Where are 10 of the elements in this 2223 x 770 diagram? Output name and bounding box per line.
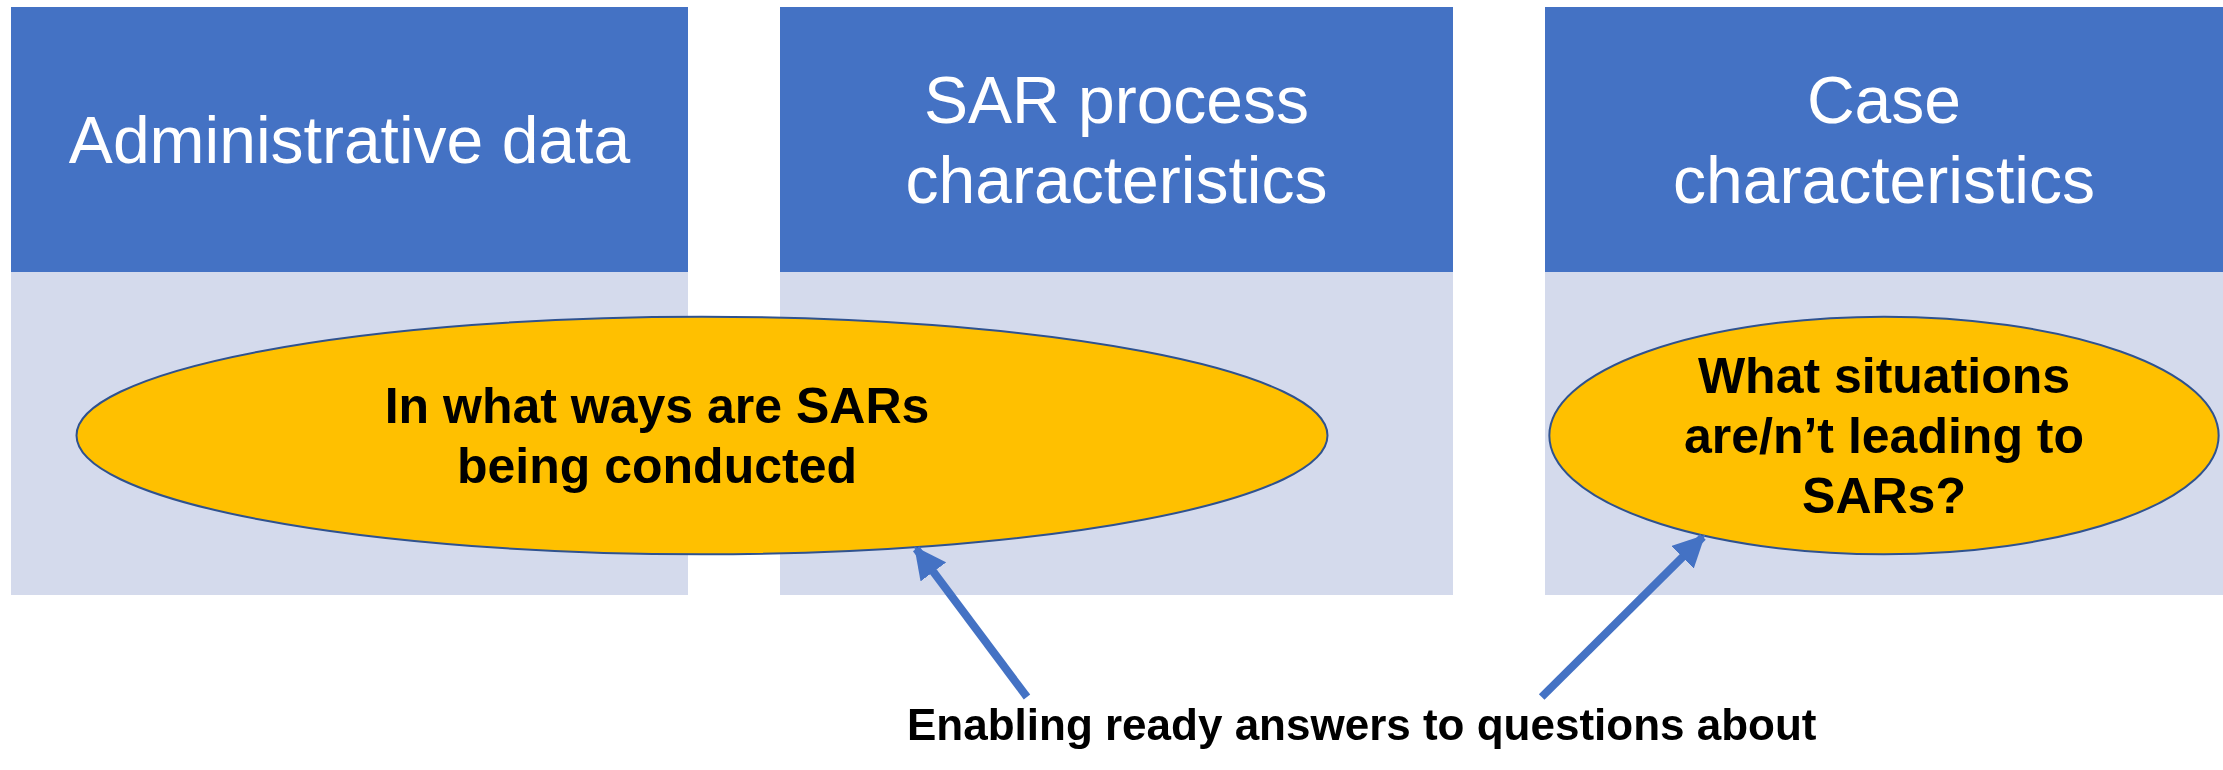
arrow bbox=[1538, 534, 1706, 700]
question-ellipse bbox=[74, 315, 1330, 556]
column-header: Case characteristics bbox=[1545, 7, 2223, 272]
question-ellipse bbox=[1548, 315, 2220, 556]
question-text: In what ways are SARs being conducted bbox=[383, 376, 931, 496]
column-header: Administrative data bbox=[11, 7, 688, 272]
column-header: SAR process characteristics bbox=[780, 7, 1453, 272]
caption-text: Enabling ready answers to questions about bbox=[907, 700, 1817, 749]
arrow bbox=[912, 546, 1031, 700]
question-text: What situations are/n’t leading to SARs? bbox=[1682, 346, 2086, 526]
